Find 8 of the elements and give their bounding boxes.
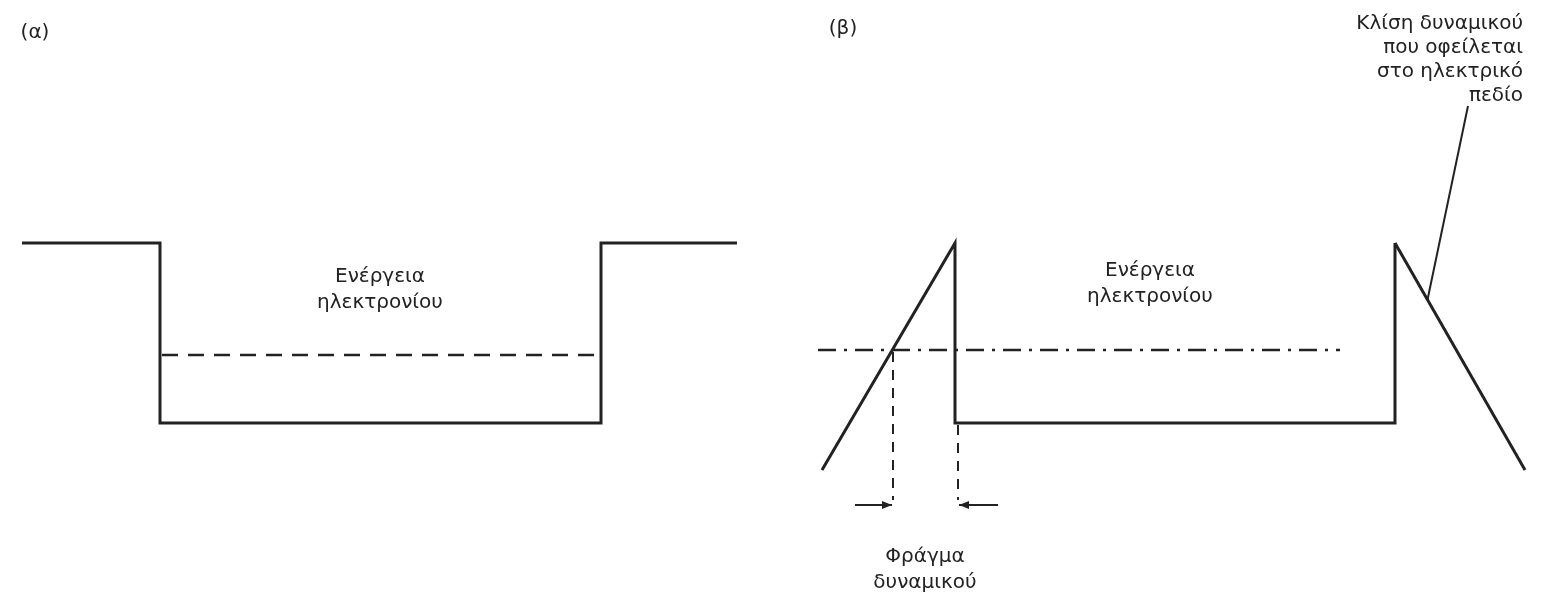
callout-text: Κλίση δυναμικού που οφείλεται στο ηλεκτρικό πεδίο xyxy=(1345,10,1523,106)
leader-line xyxy=(1426,105,1469,301)
panel-label: (β) xyxy=(827,14,859,40)
barrier-label: Φράγμα δυναμικού xyxy=(872,542,978,594)
panel-label: (α) xyxy=(19,18,51,44)
energy-label: Ενέργεια ηλεκτρονίου xyxy=(316,262,444,314)
slope-line xyxy=(1393,242,1527,471)
energy-label: Ενέργεια ηλεκτρονίου xyxy=(1086,256,1214,308)
